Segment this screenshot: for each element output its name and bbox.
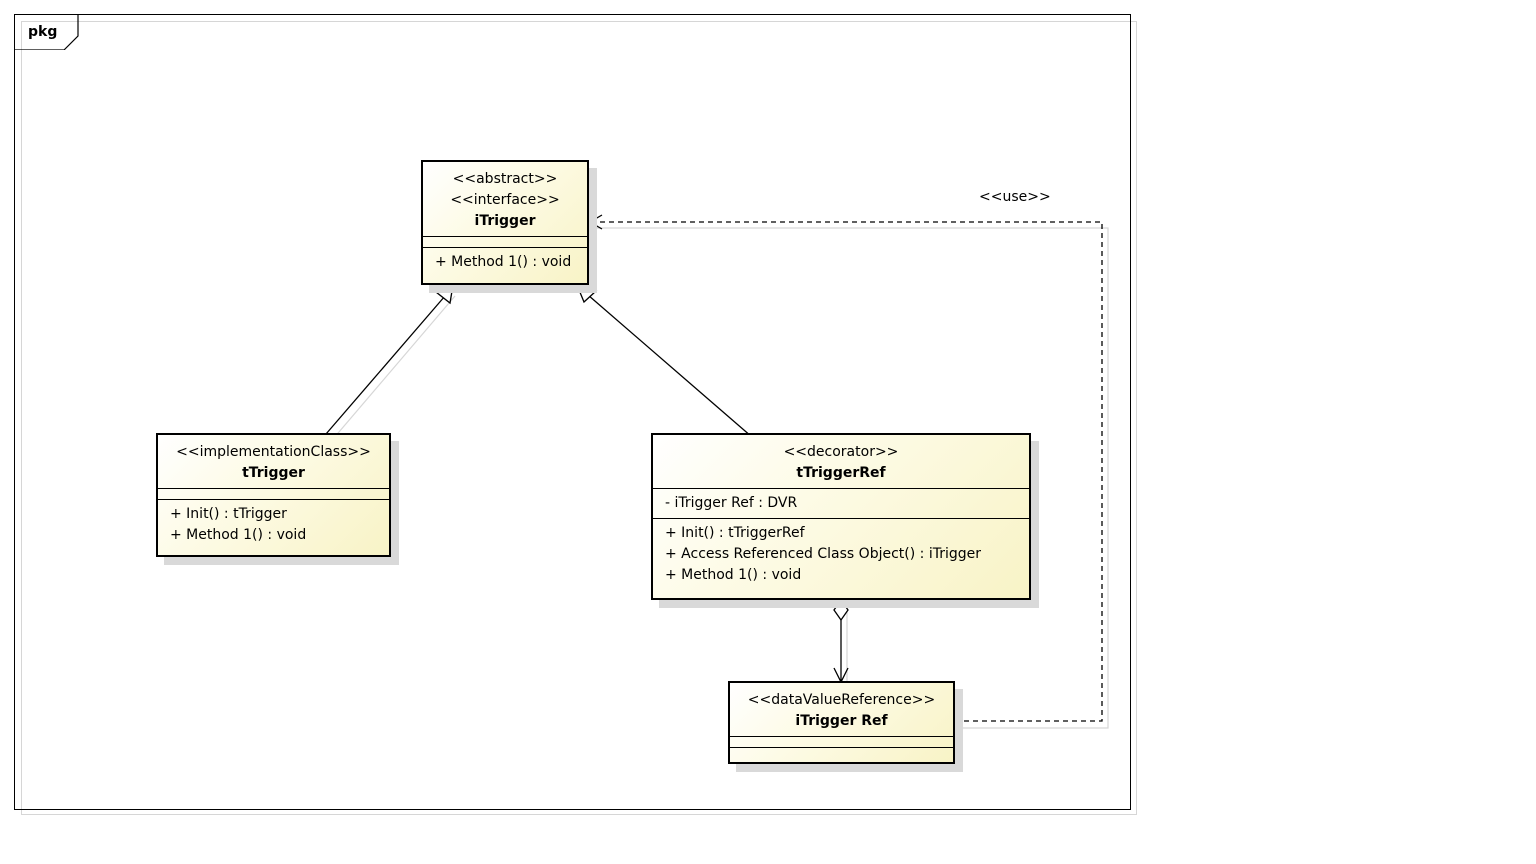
attributes-compartment — [158, 488, 389, 499]
generalization-ttrigger-itrigger[interactable] — [325, 283, 454, 435]
operation: + Method 1() : void — [665, 567, 802, 583]
operations-compartment: + Method 1() : void — [423, 247, 587, 277]
operations-compartment — [730, 747, 953, 758]
attribute: - iTrigger Ref : DVR — [665, 495, 798, 511]
class-name: iTrigger Ref — [795, 713, 888, 729]
aggregation-ttriggerref-itriggerref[interactable] — [833, 598, 849, 684]
package-label: pkg — [28, 24, 58, 40]
aggregation-diamond-icon — [833, 598, 849, 622]
operation: + Access Referenced Class Object() : iTr… — [665, 546, 981, 562]
operation: + Method 1() : void — [435, 254, 572, 270]
class-header: <<dataValueReference>> iTrigger Ref — [730, 683, 953, 736]
attributes-compartment: - iTrigger Ref : DVR — [653, 488, 1029, 518]
use-stereotype-label: <<use>> — [979, 189, 1051, 205]
operations-compartment: + Init() : tTriggerRef + Access Referenc… — [653, 518, 1029, 590]
class-header: <<abstract>> <<interface>> iTrigger — [423, 162, 587, 236]
stereotype-decorator: <<decorator>> — [783, 444, 899, 460]
class-itriggerref[interactable]: <<dataValueReference>> iTrigger Ref — [728, 681, 955, 764]
package-frame-shadow — [21, 21, 1137, 815]
hollow-triangle-arrowhead-icon — [575, 283, 598, 304]
operation: + Init() : tTrigger — [170, 506, 287, 522]
open-arrowhead-icon — [588, 214, 603, 230]
class-name: tTriggerRef — [796, 465, 886, 481]
operation: + Method 1() : void — [170, 527, 307, 543]
stereotype-interface: <<interface>> — [450, 192, 560, 208]
use-dependency[interactable] — [588, 214, 1103, 722]
class-itrigger[interactable]: <<abstract>> <<interface>> iTrigger + Me… — [421, 160, 589, 285]
package-tab — [14, 14, 79, 50]
generalization-ttriggerref-itrigger[interactable] — [575, 283, 753, 438]
hollow-triangle-arrowhead-icon — [434, 283, 454, 305]
class-ttrigger[interactable]: <<implementationClass>> tTrigger + Init(… — [156, 433, 391, 557]
class-name: iTrigger — [474, 213, 536, 229]
class-name: tTrigger — [242, 465, 305, 481]
stereotype-implementation-class: <<implementationClass>> — [176, 444, 371, 460]
operations-compartment: + Init() : tTrigger + Method 1() : void — [158, 499, 389, 550]
package-frame — [14, 14, 1131, 810]
class-header: <<decorator>> tTriggerRef — [653, 435, 1029, 488]
attributes-compartment — [423, 236, 587, 247]
stereotype-data-value-reference: <<dataValueReference>> — [747, 692, 936, 708]
stereotype-abstract: <<abstract>> — [452, 171, 558, 187]
attributes-compartment — [730, 736, 953, 747]
class-header: <<implementationClass>> tTrigger — [158, 435, 389, 488]
operation: + Init() : tTriggerRef — [665, 525, 805, 541]
class-ttriggerref[interactable]: <<decorator>> tTriggerRef - iTrigger Ref… — [651, 433, 1031, 600]
